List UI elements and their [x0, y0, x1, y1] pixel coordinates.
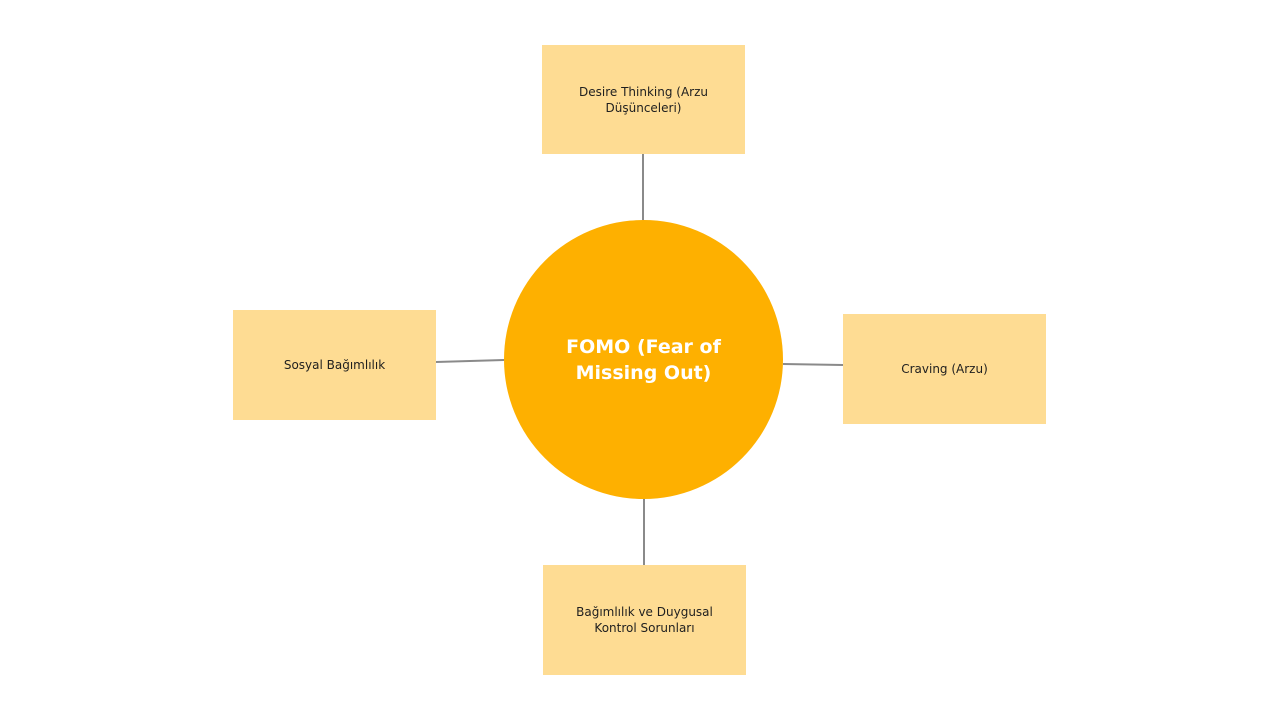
connector-left	[435, 359, 505, 363]
branch-node-bagimlilik-duygusal-kontrol[interactable]: Bağımlılık ve Duygusal Kontrol Sorunları	[543, 565, 746, 675]
branch-label: Craving (Arzu)	[901, 362, 988, 376]
central-topic-label: FOMO (Fear of Missing Out)	[566, 335, 721, 384]
branch-node-desire-thinking[interactable]: Desire Thinking (Arzu Düşünceleri)	[542, 45, 745, 154]
connector-right	[782, 363, 844, 366]
branch-node-craving[interactable]: Craving (Arzu)	[843, 314, 1046, 424]
branch-label: Sosyal Bağımlılık	[283, 358, 386, 372]
branch-node-sosyal-bagimlilik[interactable]: Sosyal Bağımlılık	[233, 310, 436, 420]
central-topic-node[interactable]: FOMO (Fear of Missing Out)	[504, 220, 783, 499]
branch-label: Bağımlılık ve Duygusal Kontrol Sorunları	[576, 605, 713, 635]
branch-label: Desire Thinking (Arzu Düşünceleri)	[579, 84, 708, 115]
